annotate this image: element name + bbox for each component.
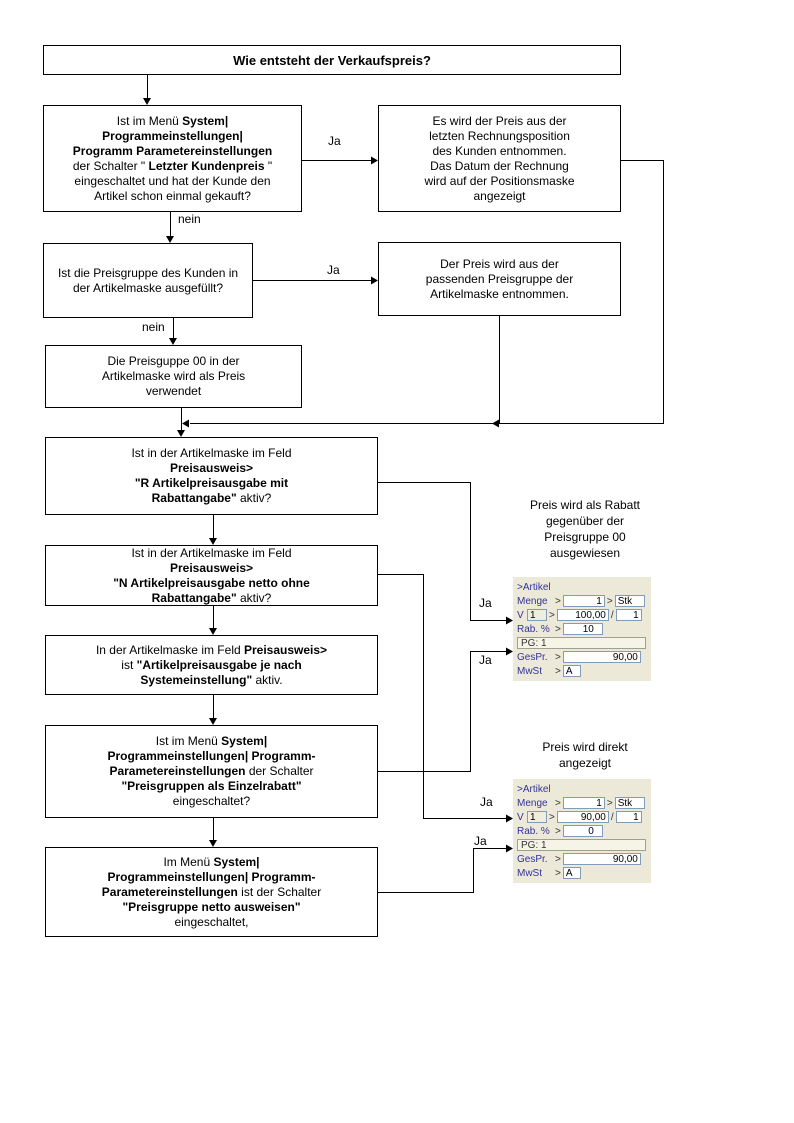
edge-label-nein-2: nein: [140, 320, 167, 334]
panel-header-row: >Artikel: [517, 782, 647, 796]
menge-label: Menge: [517, 595, 548, 607]
mwst-input: A: [562, 867, 581, 879]
rabatt-label: Rab. %: [517, 623, 550, 635]
menge-row: Menge > 1 > Stk: [517, 594, 647, 608]
menge-label: Menge: [517, 797, 548, 809]
flow-box-text: Ist im Menü System|Programmeinstellungen…: [107, 734, 316, 808]
panel-header-row: >Artikel: [517, 580, 647, 594]
field-arrow: >: [555, 651, 561, 663]
article-panel-rabatt: >Artikel Menge > 1 > Stk V 1 > 100,00 / …: [513, 577, 651, 681]
flow-box-netto-ausweisen: Im Menü System|Programmeinstellungen| Pr…: [45, 847, 378, 937]
article-panel-direkt: >Artikel Menge > 1 > Stk V 1 > 90,00 / 1…: [513, 779, 651, 883]
edge-label-ja-5: Ja: [478, 795, 495, 809]
mwst-row: MwSt > A: [517, 664, 647, 678]
flow-box-einzelrabatt: Ist im Menü System|Programmeinstellungen…: [45, 725, 378, 818]
field-arrow: >: [555, 595, 561, 607]
artikel-label: >Artikel: [517, 581, 551, 593]
rabatt-row: Rab. % > 0: [517, 824, 647, 838]
pg-row: PG: 1: [517, 838, 647, 852]
menge-input: 1: [562, 595, 605, 607]
slash-separator: /: [610, 811, 614, 823]
field-arrow: >: [549, 811, 555, 823]
v-label: V: [517, 811, 524, 823]
flow-box-systemeinstellung: In der Artikelmaske im Feld Preisausweis…: [45, 635, 378, 695]
field-arrow: >: [555, 867, 561, 879]
field-arrow: >: [606, 595, 613, 607]
unit-input: Stk: [614, 797, 645, 809]
v-label: V: [517, 609, 524, 621]
artikel-label: >Artikel: [517, 783, 551, 795]
mwst-label: MwSt: [517, 867, 542, 879]
flow-box-letzter-kundenpreis: Ist im Menü System|Programmeinstellungen…: [43, 105, 302, 212]
edge-label-ja-6: Ja: [472, 834, 489, 848]
rabatt-input: 10: [562, 623, 603, 635]
gespr-label: GesPr.: [517, 651, 548, 663]
menge-row: Menge > 1 > Stk: [517, 796, 647, 810]
preis-input: 100,00: [556, 609, 609, 621]
field-arrow: >: [555, 825, 561, 837]
pg-field: PG: 1: [517, 637, 646, 649]
preis-input: 90,00: [556, 811, 609, 823]
pg-row: PG: 1: [517, 636, 647, 650]
edge-label-ja-1: Ja: [326, 134, 343, 148]
field-arrow: >: [549, 609, 555, 621]
mwst-row: MwSt > A: [517, 866, 647, 880]
field-arrow: >: [606, 797, 613, 809]
gespr-label: GesPr.: [517, 853, 548, 865]
per-input: 1: [615, 811, 642, 823]
per-input: 1: [615, 609, 642, 621]
mwst-input: A: [562, 665, 581, 677]
note-preis-als-rabatt: Preis wird als Rabatt gegenüber der Prei…: [529, 498, 641, 560]
edge-label-ja-3: Ja: [477, 596, 494, 610]
gespr-input: 90,00: [562, 651, 641, 663]
field-arrow: >: [555, 853, 561, 865]
field-arrow: >: [555, 797, 561, 809]
rabatt-input: 0: [562, 825, 603, 837]
preis-row: V 1 > 90,00 / 1: [517, 810, 647, 824]
preis-row: V 1 > 100,00 / 1: [517, 608, 647, 622]
flow-box-text: Im Menü System|Programmeinstellungen| Pr…: [101, 854, 322, 929]
note-preis-direkt: Preis wird direkt angezeigt: [542, 740, 628, 770]
edge-label-ja-4: Ja: [477, 653, 494, 667]
field-arrow: >: [555, 623, 561, 635]
slash-separator: /: [610, 609, 614, 621]
v-number-input: 1: [527, 609, 547, 621]
rabatt-row: Rab. % > 10: [517, 622, 647, 636]
unit-input: Stk: [614, 595, 645, 607]
flow-box-text: Ist im Menü System|Programmeinstellungen…: [72, 113, 273, 203]
v-number-input: 1: [527, 811, 547, 823]
pg-field: PG: 1: [517, 839, 646, 851]
edge-label-nein-1: nein: [176, 212, 203, 226]
menge-input: 1: [562, 797, 605, 809]
gespr-input: 90,00: [562, 853, 641, 865]
gespr-row: GesPr. > 90,00: [517, 852, 647, 866]
gespr-row: GesPr. > 90,00: [517, 650, 647, 664]
mwst-label: MwSt: [517, 665, 542, 677]
rabatt-label: Rab. %: [517, 825, 550, 837]
edge-label-ja-2: Ja: [325, 263, 342, 277]
title-box: Wie entsteht der Verkaufspreis?: [43, 45, 621, 75]
field-arrow: >: [555, 665, 561, 677]
flow-box-text: In der Artikelmaske im Feld Preisausweis…: [95, 642, 328, 687]
page-title: Wie entsteht der Verkaufspreis?: [233, 52, 431, 68]
